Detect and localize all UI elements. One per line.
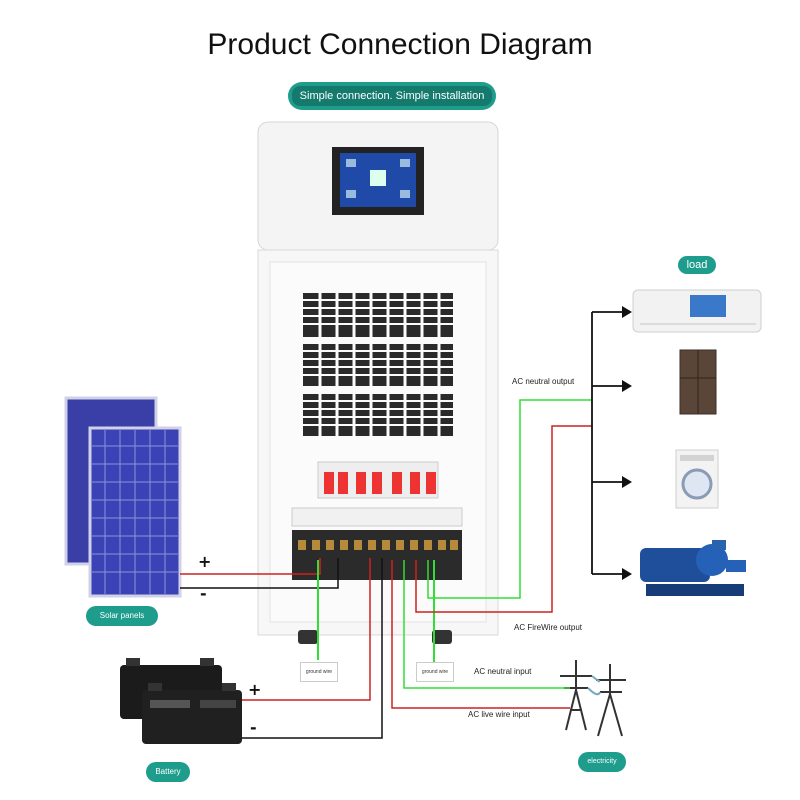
inverter-cabinet-icon <box>257 121 499 644</box>
battery-plus-sign: + <box>248 680 262 699</box>
solar-plus-sign: + <box>198 552 212 571</box>
subtitle-badge: Simple connection. Simple installation <box>288 82 496 110</box>
water-pump-icon <box>640 540 746 596</box>
subtitle-text: Simple connection. Simple installation <box>291 86 493 106</box>
ac-input-wires <box>391 560 570 709</box>
washing-machine-icon <box>675 449 719 509</box>
solar-panels-badge: Solar panels <box>86 606 158 626</box>
refrigerator-icon <box>679 349 717 415</box>
battery-icon <box>120 658 242 744</box>
battery-minus-sign: - <box>250 718 257 737</box>
air-conditioner-icon <box>632 289 762 333</box>
power-tower-icon <box>560 660 626 737</box>
diagram-title: Product Connection Diagram <box>207 28 593 61</box>
ac-firewire-output-label: AC FireWire output <box>514 623 583 632</box>
ground-wire-tag-right: ground wire <box>416 662 454 682</box>
ac-neutral-input-label: AC neutral input <box>474 667 532 676</box>
ac-neutral-output-label: AC neutral output <box>512 377 575 386</box>
ac-output-wires <box>415 399 592 613</box>
solar-wires <box>180 558 339 589</box>
load-bus <box>591 311 626 575</box>
ground-wire-tag-left: ground wire <box>300 662 338 682</box>
solar-minus-sign: - <box>200 584 207 603</box>
load-badge: load <box>678 256 716 274</box>
battery-badge: Battery <box>146 762 190 782</box>
electricity-badge: electricity <box>578 752 626 772</box>
battery-wires <box>242 558 383 739</box>
arrowheads <box>622 306 632 580</box>
ac-live-wire-input-label: AC live wire input <box>468 710 530 719</box>
solar-panel-icon <box>64 396 182 598</box>
